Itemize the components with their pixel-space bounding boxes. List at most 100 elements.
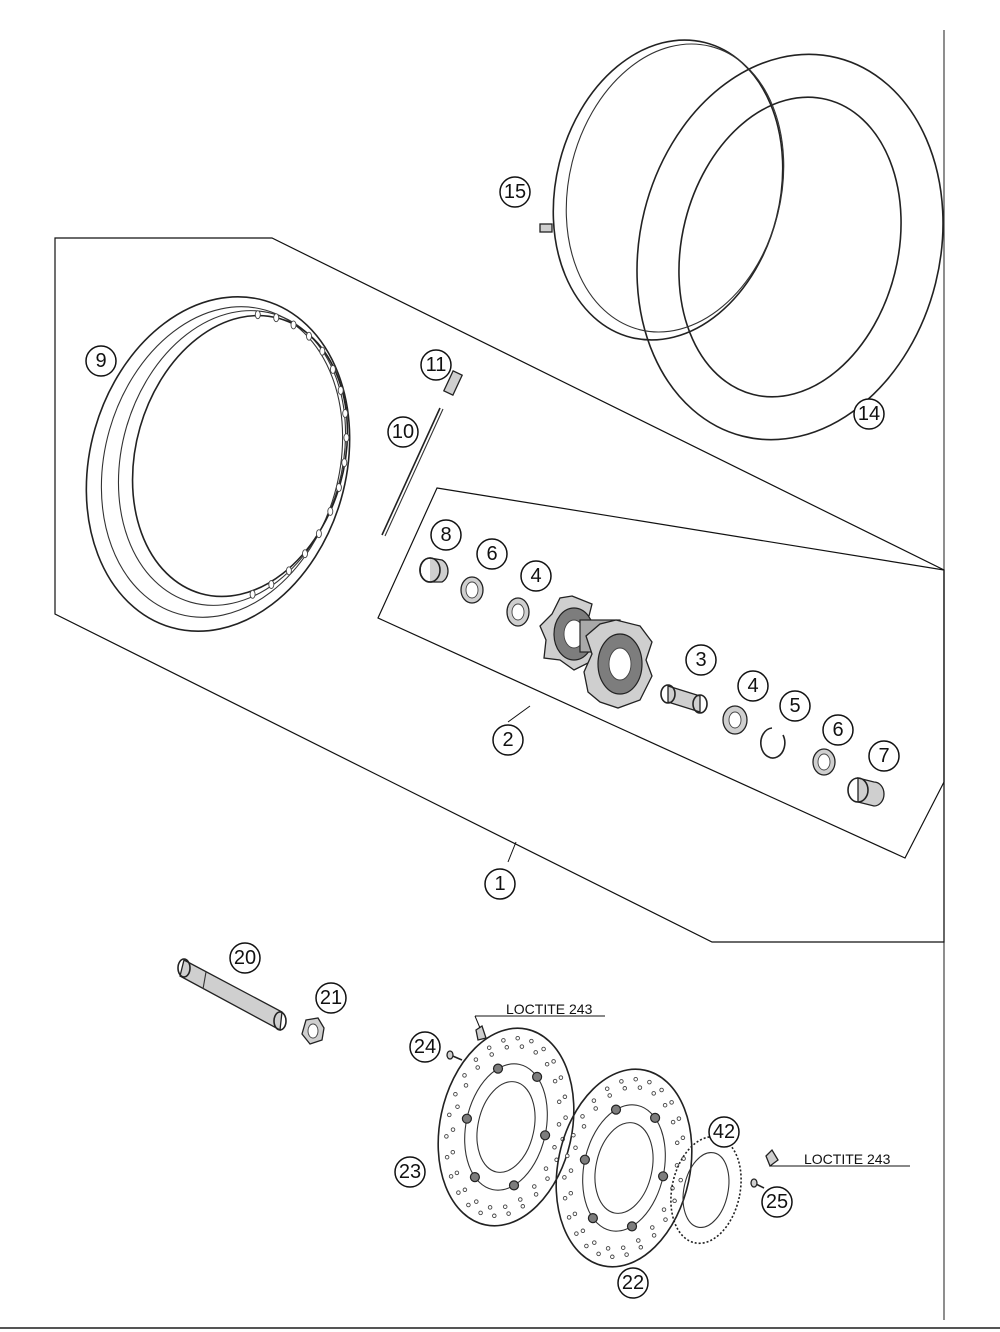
- rim-spoke-hole: [254, 310, 261, 320]
- disc-bolt: [461, 1113, 472, 1124]
- rim: [85, 296, 351, 632]
- svg-text:7: 7: [878, 745, 889, 767]
- disc-perforation: [593, 1106, 598, 1111]
- svg-text:15: 15: [504, 181, 526, 203]
- callout-20: 20: [229, 942, 261, 974]
- hub-assembly-frame: [377, 487, 945, 859]
- disc-perforation: [444, 1134, 449, 1139]
- disc-perforation: [532, 1184, 537, 1189]
- disc-perforation: [475, 1065, 480, 1070]
- disc-perforation: [607, 1093, 612, 1098]
- rim-spoke-hole: [341, 458, 348, 468]
- svg-text:22: 22: [622, 1272, 644, 1294]
- rim-spoke-hole: [249, 589, 256, 599]
- disc-bolt: [579, 1154, 591, 1165]
- wheel-assembly-frame: [54, 237, 945, 943]
- disc-perforation: [533, 1192, 539, 1197]
- callout-10: 10: [387, 416, 419, 448]
- spacer-8: [419, 557, 449, 583]
- disc-bolt: [469, 1171, 480, 1183]
- svg-text:3: 3: [695, 649, 706, 671]
- rim-spoke-hole: [319, 346, 326, 356]
- disc-perforation: [663, 1217, 668, 1222]
- disc-perforation: [670, 1119, 676, 1125]
- svg-text:2: 2: [502, 729, 513, 751]
- disc-bolt: [649, 1112, 661, 1124]
- disc-perforation: [462, 1187, 468, 1193]
- callout-6-right: 6: [822, 714, 854, 746]
- disc-perforation: [624, 1252, 629, 1257]
- spacer-7: [847, 777, 885, 807]
- callout-8: 8: [430, 519, 462, 551]
- callout-14: 14: [853, 398, 885, 430]
- rim-band: [539, 39, 785, 341]
- svg-text:11: 11: [426, 354, 447, 376]
- spacer-sleeve-3: [660, 684, 708, 714]
- disc-perforation: [604, 1086, 610, 1091]
- rim-spoke-hole: [337, 385, 344, 395]
- disc-perforation: [568, 1190, 574, 1196]
- seal-6-left: [460, 576, 484, 604]
- disc-perforation: [556, 1122, 562, 1127]
- disc-perforation: [558, 1075, 564, 1080]
- disc-perforation: [562, 1175, 567, 1180]
- disc-perforation: [456, 1190, 461, 1195]
- callout-4-right: 4: [737, 670, 769, 702]
- disc-perforation: [574, 1231, 579, 1236]
- seal-6-right: [812, 748, 836, 776]
- disc-perforation: [680, 1135, 686, 1141]
- disc-bolt: [492, 1063, 504, 1074]
- disc-perforation: [552, 1078, 558, 1084]
- disc-perforation: [636, 1238, 641, 1243]
- disc-perforation: [662, 1102, 668, 1108]
- disc-perforation: [489, 1052, 494, 1057]
- disc-bolt: [657, 1171, 669, 1182]
- rim-spoke-hole: [315, 529, 322, 539]
- axle-nut: [301, 1017, 325, 1045]
- disc-perforation: [529, 1038, 534, 1044]
- disc-perforation: [506, 1211, 511, 1216]
- disc-perforation: [448, 1174, 454, 1179]
- disc-bolt: [531, 1071, 543, 1083]
- svg-text:4: 4: [530, 565, 541, 587]
- disc-perforation: [552, 1145, 557, 1150]
- rim-spoke-hole: [285, 566, 292, 576]
- bearing-4-left: [506, 597, 530, 627]
- callout-21: 21: [315, 982, 347, 1014]
- brake-disc-23: [437, 1027, 575, 1227]
- rim-spoke-hole: [329, 364, 336, 374]
- disc-perforation: [543, 1166, 549, 1171]
- disc-bolt: [508, 1180, 520, 1191]
- disc-perforation: [455, 1104, 460, 1109]
- callout-6-left: 6: [476, 538, 508, 570]
- disc-perforation: [591, 1098, 597, 1103]
- spoke-nipple: [442, 370, 464, 396]
- disc-perforation: [596, 1251, 601, 1257]
- disc-perforation: [556, 1099, 562, 1105]
- callout-24: 24: [409, 1031, 441, 1063]
- disc-perforation: [580, 1228, 586, 1234]
- disc-perforation: [669, 1100, 674, 1105]
- disc-perforation: [566, 1215, 572, 1220]
- svg-text:21: 21: [320, 987, 342, 1009]
- disc-perforation: [633, 1076, 638, 1082]
- disc-perforation: [515, 1035, 520, 1041]
- svg-text:6: 6: [486, 543, 497, 565]
- disc-perforation: [568, 1168, 574, 1173]
- disc-perforation: [520, 1204, 526, 1209]
- wheel-hub: [539, 595, 653, 709]
- disc-perforation: [563, 1115, 568, 1120]
- disc-perforation: [638, 1245, 644, 1250]
- callout-7: 7: [868, 740, 900, 772]
- bearing-4-right: [722, 705, 748, 735]
- rim-spoke-hole: [342, 408, 349, 418]
- disc-perforation: [447, 1112, 452, 1118]
- disc-perforation: [647, 1079, 652, 1085]
- disc-perforation: [466, 1202, 471, 1208]
- svg-text:4: 4: [747, 675, 758, 697]
- callout-22: 22: [617, 1267, 649, 1299]
- disc-perforation: [661, 1207, 667, 1212]
- disc-perforation: [581, 1124, 587, 1129]
- disc-perforation: [450, 1149, 456, 1155]
- svg-text:6: 6: [832, 719, 843, 741]
